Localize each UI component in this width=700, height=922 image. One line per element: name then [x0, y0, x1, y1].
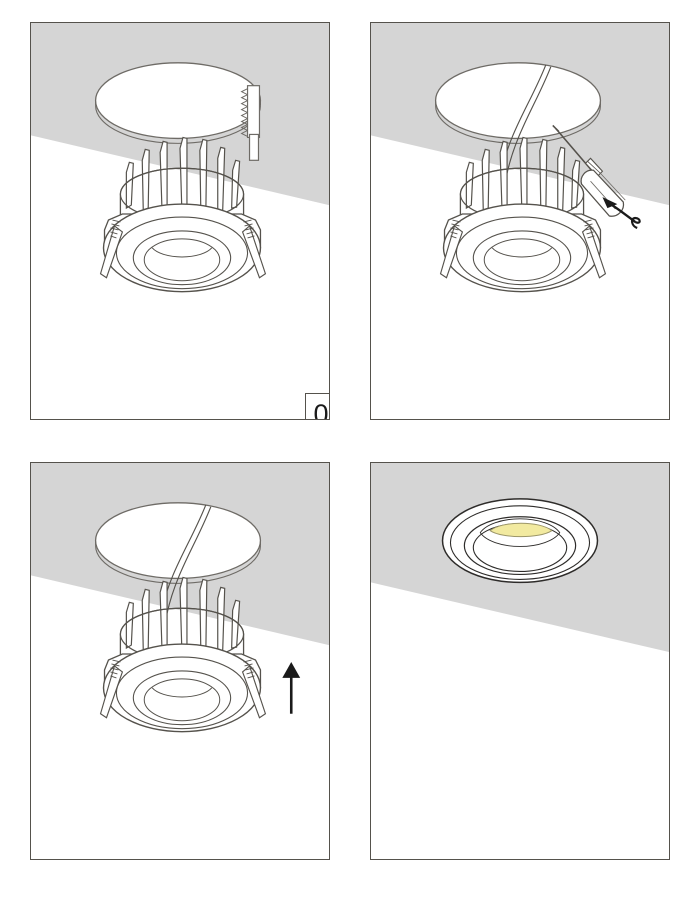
ceiling-disc: [434, 62, 602, 144]
step-panel-01: 01: [30, 22, 330, 420]
spring-clip-left: [99, 225, 124, 279]
trim-ring-outer: [102, 203, 262, 293]
step-badge-01: 01: [305, 393, 329, 420]
trim-ring-outer: [441, 498, 599, 584]
reflector-ring: [132, 670, 232, 726]
step-panel-03: 03: [30, 462, 330, 860]
spring-clip-right: [241, 664, 267, 719]
spring-clip-left: [99, 665, 124, 719]
trim-ring-second: [449, 505, 591, 580]
step-panel-02: 02: [370, 22, 670, 420]
led-emitter-edge: [151, 687, 213, 698]
installed-downlight: [441, 498, 599, 584]
push-up-arrow: [282, 661, 301, 714]
panel-01-illustration: [31, 23, 329, 419]
reflector-inner: [143, 678, 221, 722]
heat-sink-fins: [465, 136, 581, 216]
trim-ring-outer: [102, 643, 262, 733]
downlight-fixture: [99, 136, 267, 293]
spring-clip-right: [581, 224, 607, 279]
panel-03-illustration: [31, 463, 329, 859]
step-number-text: 01: [313, 398, 329, 420]
reflector-ring: [132, 230, 232, 286]
spring-clips: [99, 219, 267, 279]
spring-clip-right: [241, 224, 267, 279]
panel-04-illustration: [371, 463, 669, 859]
trim-ring-mid: [463, 516, 577, 576]
toothed-gauge-tool: [240, 85, 261, 161]
screwdriver-tip: [552, 124, 560, 133]
panel-02-illustration: [371, 23, 669, 419]
reflector-inner: [143, 238, 221, 282]
led-glow: [489, 522, 553, 538]
trim-ring-mid: [115, 656, 249, 730]
downlight-fixture: [99, 576, 267, 733]
spring-clips: [99, 659, 267, 719]
trim-ring-mid: [115, 216, 249, 290]
led-emitter-edge: [491, 247, 553, 258]
ceiling-disc: [94, 62, 262, 144]
downlight-fixture: [439, 136, 607, 293]
reflector-ring: [472, 230, 572, 286]
reflector-inner: [483, 238, 561, 282]
step-panel-04: 04: [370, 462, 670, 860]
heat-sink-fins: [125, 136, 241, 216]
trim-ring-outer: [442, 203, 602, 293]
reflector-inner: [479, 518, 561, 547]
trim-ring-mid: [455, 216, 589, 290]
spring-clips: [439, 219, 607, 279]
led-emitter-edge: [151, 247, 213, 258]
spring-clip-left: [439, 225, 464, 279]
